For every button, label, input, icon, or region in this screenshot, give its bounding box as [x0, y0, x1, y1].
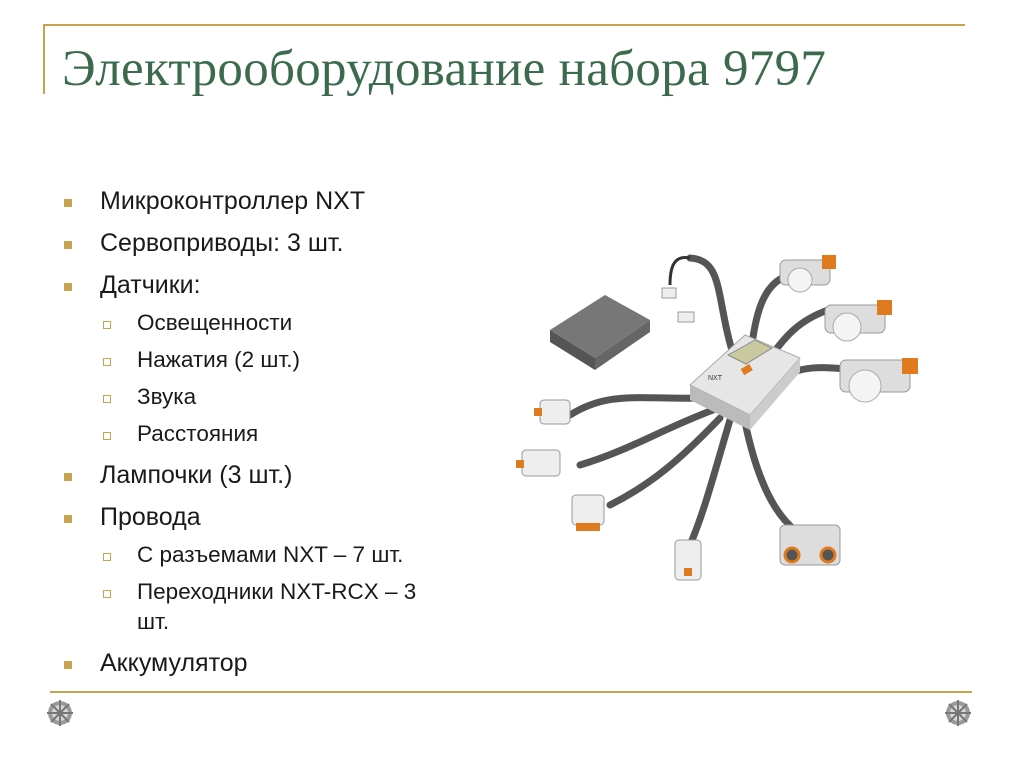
frame-bottom-line	[50, 691, 972, 693]
cable	[566, 394, 712, 419]
bullet-hollow	[103, 432, 111, 440]
sub-item-adapters: Переходники NXT-RCX – 3	[137, 579, 417, 604]
cable	[606, 414, 724, 509]
gear-icon	[945, 700, 971, 726]
cable	[576, 406, 717, 469]
gear-icon	[47, 700, 73, 726]
adapter-plug	[677, 311, 695, 323]
bullet-square	[64, 199, 72, 207]
sub-item-light: Освещенности	[137, 310, 293, 335]
sound-sensor	[674, 539, 702, 581]
list-item-controller: Микроконтроллер NXT	[100, 187, 366, 215]
frame-top-line	[43, 24, 965, 26]
touch-sensor	[571, 494, 605, 531]
bullet-square	[64, 473, 72, 481]
sub-item-nxt-cables: С разъемами NXT – 7 шт.	[137, 542, 404, 567]
sub-item-touch: Нажатия (2 шт.)	[137, 347, 301, 372]
bullet-hollow	[103, 358, 111, 366]
sub-item-sound: Звука	[137, 384, 197, 409]
nxt-brick: NXT	[689, 334, 801, 430]
ultrasonic-sensor	[779, 524, 841, 566]
cable	[686, 254, 739, 364]
bullet-hollow	[103, 395, 111, 403]
servo-motor	[839, 358, 918, 403]
list-item-sensors: Датчики:	[100, 271, 201, 299]
list-item-battery: Аккумулятор	[100, 649, 248, 677]
battery-pack	[550, 295, 650, 370]
slide-title: Электрооборудование набора 9797	[62, 41, 827, 97]
sub-item-distance: Расстояния	[137, 421, 259, 446]
bullet-hollow	[103, 553, 111, 561]
bullet-hollow	[103, 590, 111, 598]
list-item-servos: Сервоприводы: 3 шт.	[100, 229, 344, 257]
bullet-hollow	[103, 321, 111, 329]
nxt-kit-illustration: NXT	[516, 254, 918, 581]
sub-item-adapters-cont: шт.	[137, 609, 170, 634]
servo-motor	[824, 300, 892, 342]
light-sensor	[534, 399, 571, 425]
cable	[741, 418, 799, 534]
list-item-wires: Провода	[100, 503, 201, 531]
servo-motor	[779, 255, 836, 293]
bullet-square	[64, 241, 72, 249]
bullet-square	[64, 661, 72, 669]
list-item-lamps: Лампочки (3 шт.)	[100, 461, 293, 489]
lamp	[516, 449, 561, 477]
nxt-label: NXT	[708, 375, 723, 382]
adapter-plug	[661, 287, 677, 299]
frame-left-line	[43, 24, 45, 94]
adapter-cable	[668, 255, 691, 286]
bullet-square	[64, 515, 72, 523]
cable	[686, 416, 734, 549]
bullet-square	[64, 283, 72, 291]
